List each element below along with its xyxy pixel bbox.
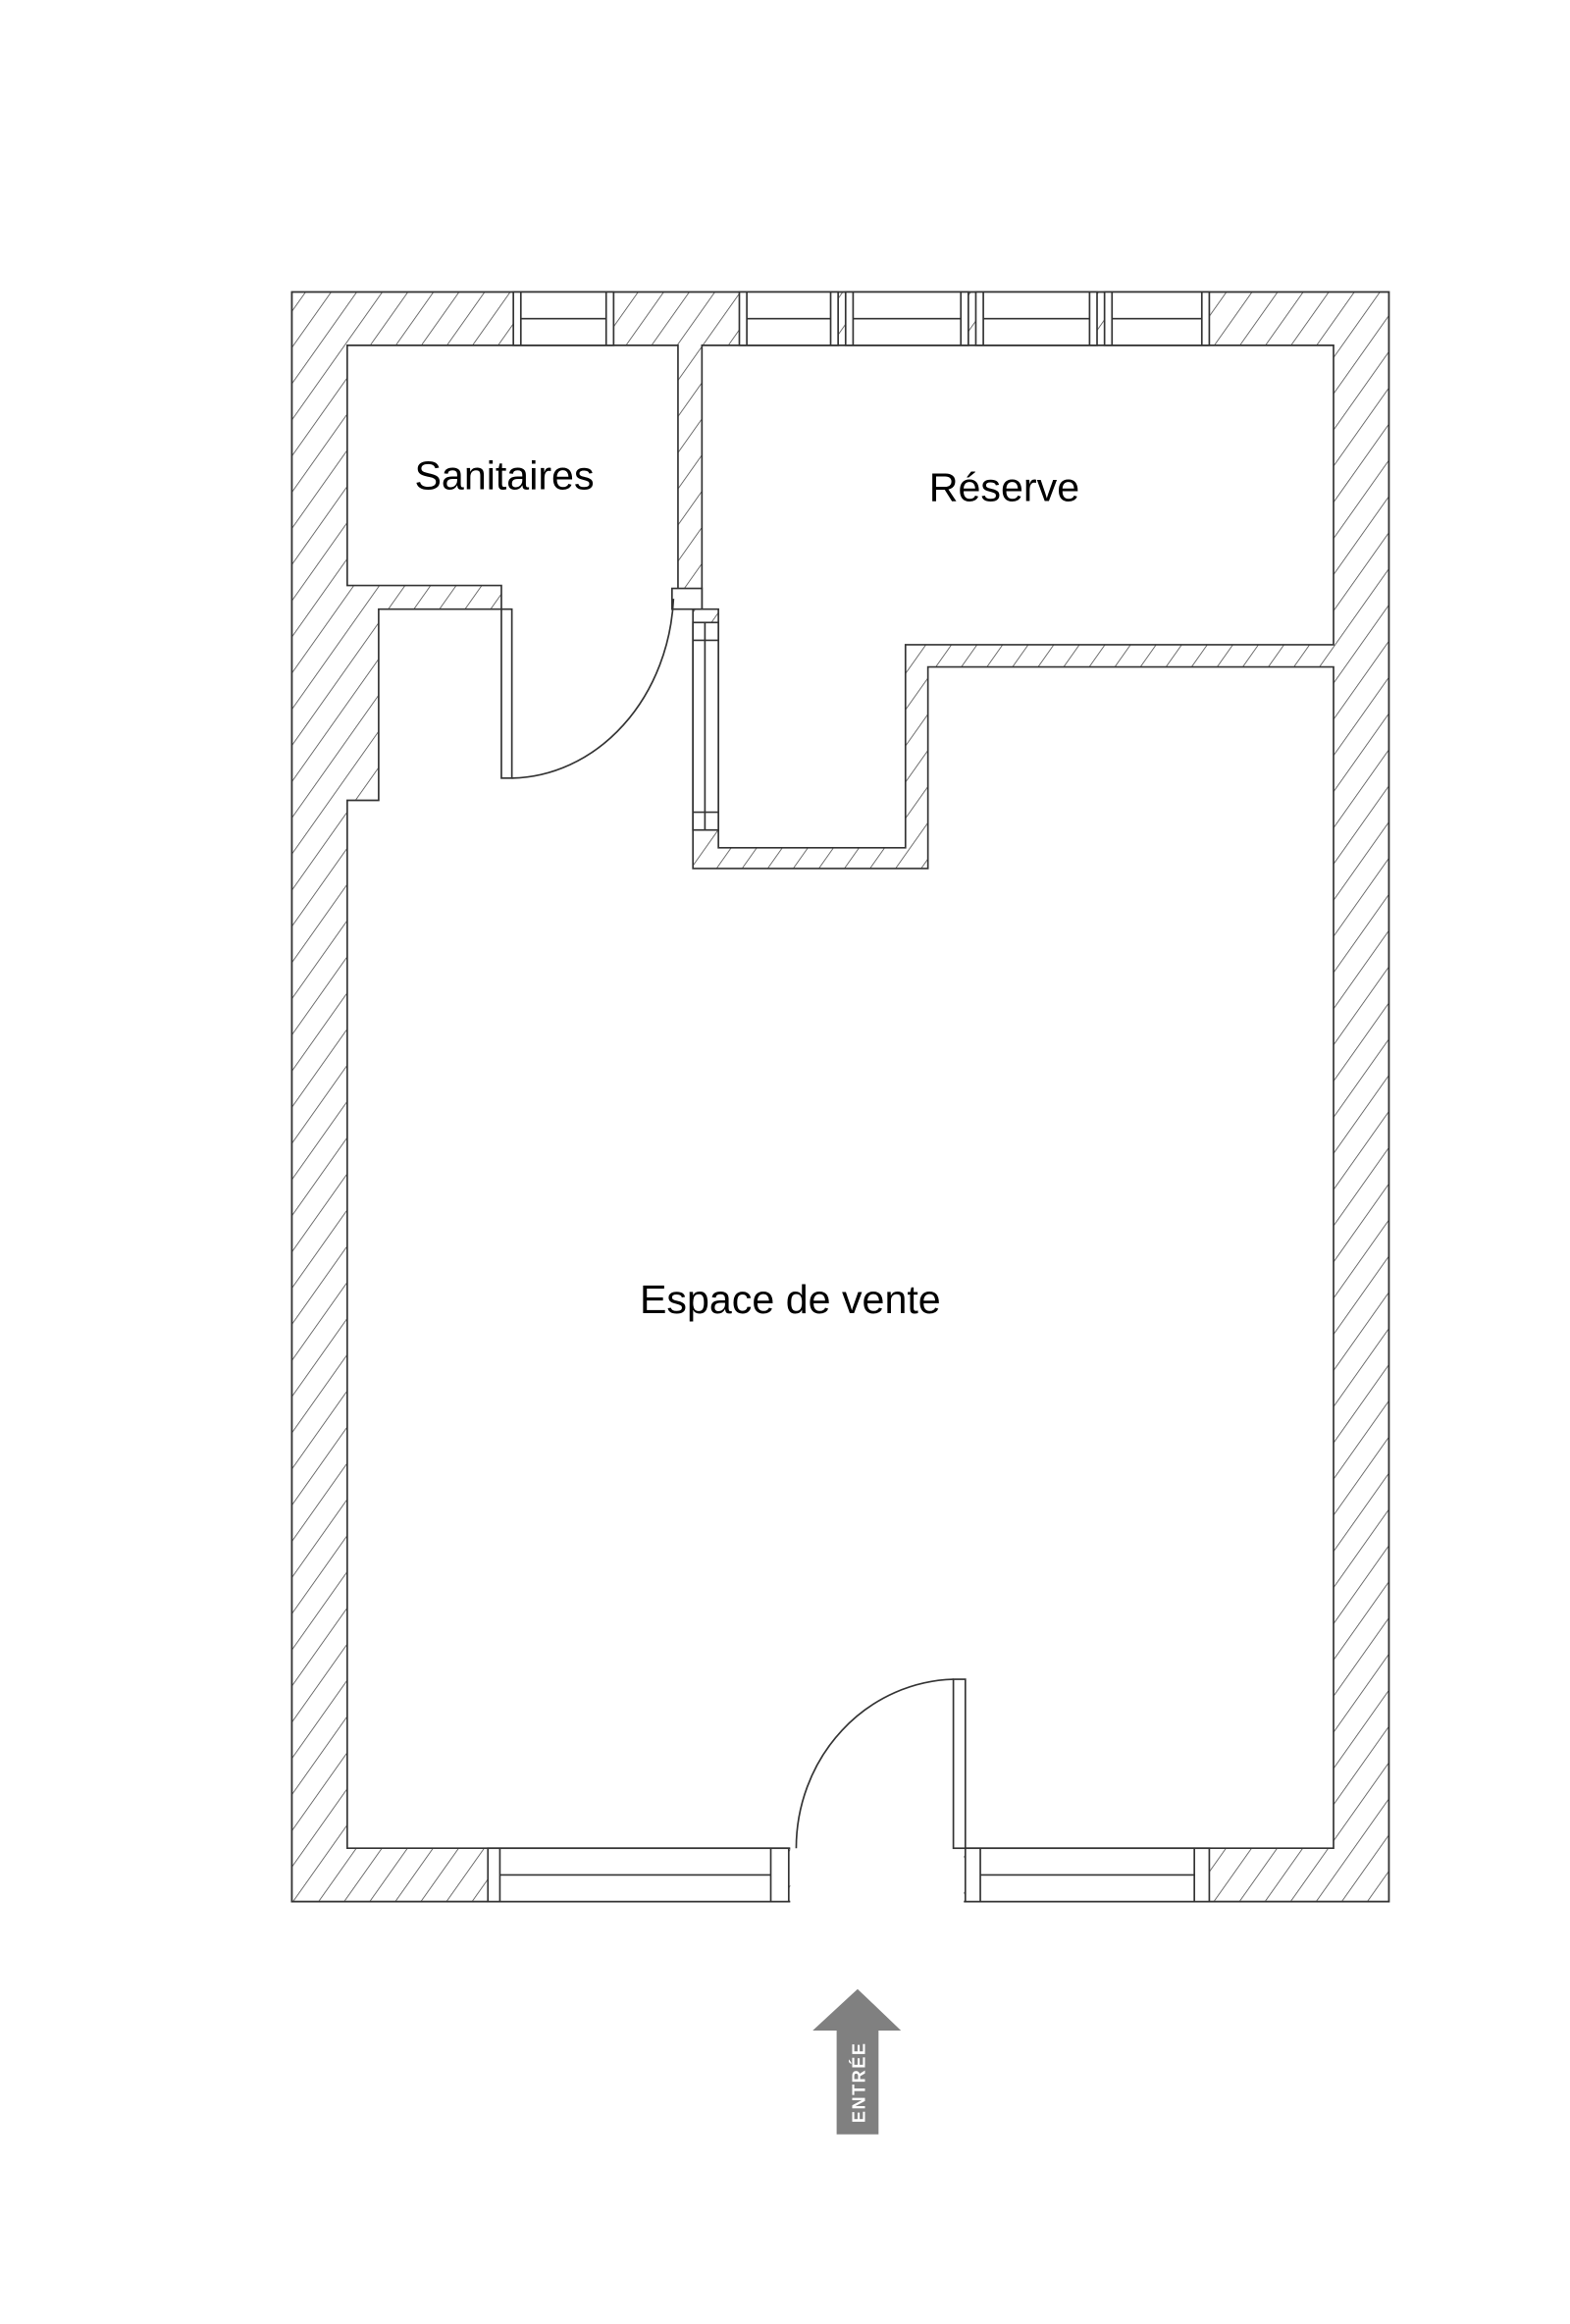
entrance-arrow-icon: ENTRÉE bbox=[812, 1988, 902, 2135]
entrance-door[interactable] bbox=[795, 1678, 967, 1850]
sanitaires-door[interactable] bbox=[500, 599, 675, 779]
room-label-sanitaires: Sanitaires bbox=[414, 453, 594, 499]
door-jamb bbox=[671, 587, 704, 610]
reserve-floor bbox=[701, 344, 1334, 849]
room-label-reserve: Réserve bbox=[929, 465, 1079, 510]
entrance-label: ENTRÉE bbox=[849, 2042, 869, 2124]
bottom-window-left bbox=[487, 1847, 790, 1903]
room-label-espace-vente: Espace de vente bbox=[640, 1277, 941, 1322]
bottom-window-right bbox=[964, 1847, 1211, 1903]
entrance-gap bbox=[790, 1846, 965, 1907]
reserve-side-opening bbox=[692, 621, 719, 831]
top-windows bbox=[512, 290, 1211, 346]
